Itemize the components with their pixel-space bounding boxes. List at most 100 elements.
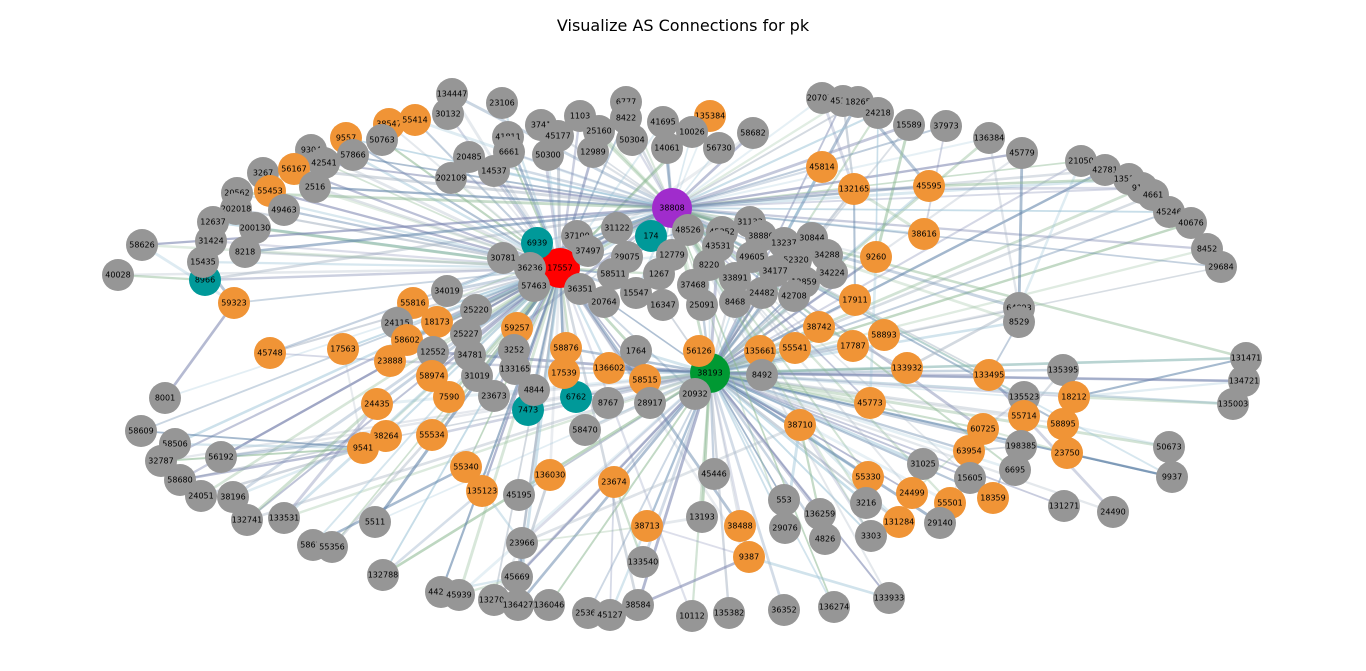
as-node-circle xyxy=(896,477,928,509)
as-node-circle xyxy=(592,387,624,419)
edge xyxy=(1066,451,1173,479)
as-node-circle xyxy=(631,510,663,542)
edge xyxy=(246,267,561,521)
as-node-circle xyxy=(359,506,391,538)
as-node-circle xyxy=(768,484,800,516)
edge xyxy=(160,371,711,463)
edge xyxy=(521,525,648,544)
as-node-circle xyxy=(647,106,679,138)
as-node-20764: 20764 xyxy=(588,286,620,318)
as-node-circle xyxy=(818,591,850,623)
as-node-circle xyxy=(698,458,730,490)
as-node-circle xyxy=(837,330,869,362)
as-node-circle xyxy=(421,306,453,338)
as-node-circle xyxy=(1008,400,1040,432)
as-node-circle xyxy=(672,214,704,246)
edge xyxy=(382,267,561,576)
edge xyxy=(342,348,364,449)
edge xyxy=(906,306,1020,370)
as-node-9387: 9387 xyxy=(733,541,765,573)
as-node-circle xyxy=(327,333,359,365)
edge xyxy=(709,168,1106,375)
as-node-circle xyxy=(1065,145,1097,177)
as-node-24490: 24490 xyxy=(1097,496,1129,528)
as-node-circle xyxy=(588,286,620,318)
edge xyxy=(709,371,1170,449)
as-node-45446: 45446 xyxy=(698,458,730,490)
as-node-circle xyxy=(779,332,811,364)
edge xyxy=(457,267,562,596)
as-node-circle xyxy=(102,259,134,291)
as-node-58682: 58682 xyxy=(737,117,769,149)
as-node-circle xyxy=(521,227,553,259)
edge xyxy=(493,267,561,601)
as-node-24218: 24218 xyxy=(862,97,894,129)
as-node-circle xyxy=(744,335,776,367)
as-node-30132: 30132 xyxy=(432,98,464,130)
as-node-38488: 38488 xyxy=(724,510,756,542)
as-node-136274: 136274 xyxy=(818,591,850,623)
as-node-circle xyxy=(506,527,538,559)
as-node-18173: 18173 xyxy=(421,306,453,338)
as-node-131271: 131271 xyxy=(1048,490,1080,522)
edge xyxy=(200,266,561,498)
as-node-circle xyxy=(893,109,925,141)
as-node-circle xyxy=(1048,490,1080,522)
as-node-circle xyxy=(308,147,340,179)
as-node-16347: 16347 xyxy=(647,289,679,321)
as-node-38710: 38710 xyxy=(784,409,816,441)
as-node-circle xyxy=(478,380,510,412)
as-node-circle xyxy=(676,600,708,632)
as-node-circle xyxy=(724,510,756,542)
as-node-1764: 1764 xyxy=(620,335,652,367)
edge xyxy=(323,162,561,269)
as-node-circle xyxy=(443,579,475,611)
as-node-25091: 25091 xyxy=(686,289,718,321)
as-node-202109: 202109 xyxy=(435,162,467,194)
as-node-45195: 45195 xyxy=(503,479,535,511)
as-node-circle xyxy=(719,262,751,294)
as-node-circle xyxy=(518,374,550,406)
as-node-circle xyxy=(1047,408,1079,440)
as-node-4844: 4844 xyxy=(518,374,550,406)
as-node-55541: 55541 xyxy=(779,332,811,364)
edge xyxy=(608,372,712,616)
as-node-circle xyxy=(548,357,580,389)
as-node-circle xyxy=(268,194,300,226)
as-node-132788: 132788 xyxy=(367,559,399,591)
edge xyxy=(708,372,786,611)
as-node-9937: 9937 xyxy=(1156,461,1188,493)
edge xyxy=(671,165,823,210)
as-node-circle xyxy=(217,481,249,513)
as-node-circle xyxy=(435,162,467,194)
as-node-38742: 38742 xyxy=(803,311,835,343)
edge xyxy=(671,187,1143,209)
as-node-136602: 136602 xyxy=(593,352,625,384)
edge xyxy=(709,371,1234,406)
as-node-14537: 14537 xyxy=(478,155,510,187)
as-node-50673: 50673 xyxy=(1153,431,1185,463)
as-node-circle xyxy=(367,559,399,591)
as-node-135003: 135003 xyxy=(1217,388,1249,420)
as-node-circle xyxy=(784,409,816,441)
as-node-9260: 9260 xyxy=(860,241,892,273)
as-node-circle xyxy=(572,235,604,267)
as-node-2516: 2516 xyxy=(299,171,331,203)
as-node-9541: 9541 xyxy=(347,432,379,464)
edge xyxy=(246,371,711,522)
as-node-circle xyxy=(299,171,331,203)
as-node-55414: 55414 xyxy=(399,104,431,136)
as-node-circle xyxy=(337,139,369,171)
as-node-circle xyxy=(733,541,765,573)
as-node-31025: 31025 xyxy=(907,448,939,480)
as-node-circle xyxy=(564,273,596,305)
as-node-circle xyxy=(873,582,905,614)
as-node-4826: 4826 xyxy=(809,523,841,555)
as-node-circle xyxy=(622,589,654,621)
as-node-circle xyxy=(746,277,778,309)
as-node-circle xyxy=(569,414,601,446)
as-node-circle xyxy=(1047,354,1079,386)
as-node-circle xyxy=(713,597,745,629)
as-node-circle xyxy=(954,462,986,494)
as-node-circle xyxy=(620,335,652,367)
